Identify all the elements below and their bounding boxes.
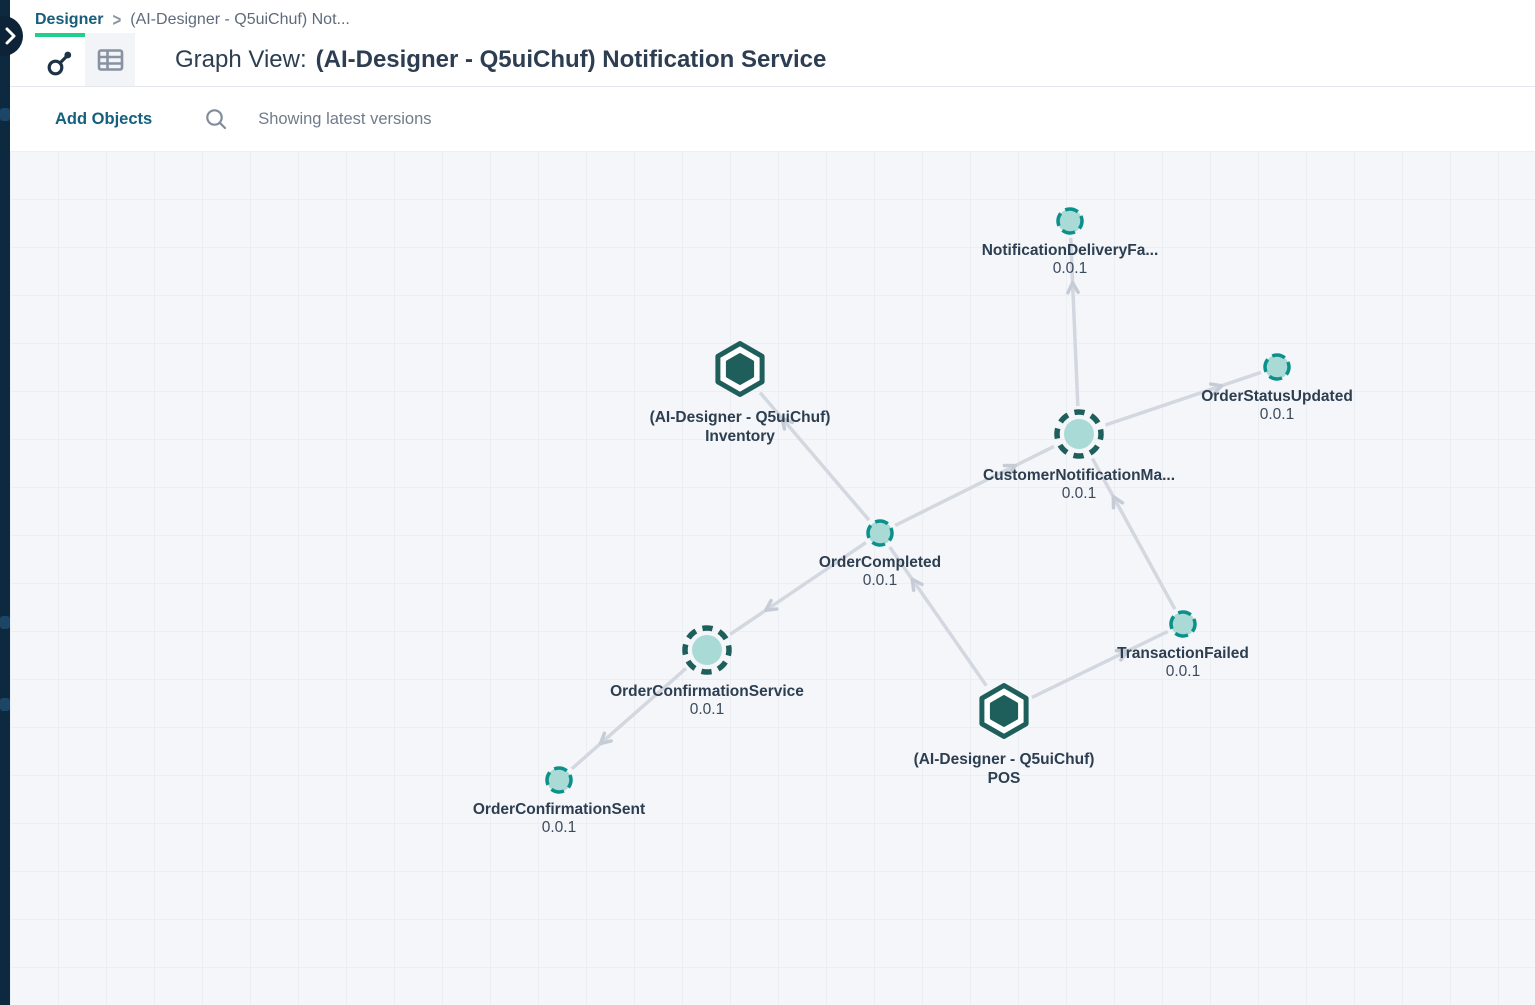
graph-svg: NotificationDeliveryFa...0.0.1OrderStatu…	[473, 205, 1353, 836]
node-label: (AI-Designer - Q5uiChuf)	[650, 409, 831, 426]
graph-edge-customer_notification_manager-to-order_status_updated	[1104, 370, 1262, 427]
tab-table-view[interactable]	[85, 33, 135, 86]
page-title-name: (AI-Designer - Q5uiChuf) Notification Se…	[315, 45, 827, 73]
search-icon	[206, 109, 227, 130]
node-label: Inventory	[705, 428, 775, 445]
graph-edge-order_completed-to-order_confirmation_service	[729, 541, 867, 636]
main-panel: Designer > (AI-Designer - Q5uiChuf) Not.…	[10, 0, 1535, 1005]
graph-edge-pos-to-transaction_failed	[1031, 629, 1169, 700]
node-label: CustomerNotificationMa...	[983, 467, 1175, 484]
graph-edge-order_completed-to-customer_notification_manager	[894, 444, 1055, 527]
graph-edge-order_confirmation_service-to-order_confirmation_sent	[570, 667, 688, 771]
node-version: 0.0.1	[1062, 485, 1096, 502]
chevron-right-icon	[5, 27, 16, 45]
node-version: 0.0.1	[542, 819, 576, 836]
tab-graph-view[interactable]	[35, 33, 85, 86]
header: Designer > (AI-Designer - Q5uiChuf) Not.…	[10, 0, 1535, 87]
graph-edge-transaction_failed-to-customer_notification_manager	[1090, 457, 1177, 610]
breadcrumb-current: (AI-Designer - Q5uiChuf) Not...	[130, 11, 350, 28]
table-view-icon	[97, 48, 123, 71]
search-button[interactable]	[204, 107, 228, 131]
node-version: 0.0.1	[1260, 406, 1294, 423]
graph-view-icon	[47, 51, 72, 75]
node-version: 0.0.1	[863, 572, 897, 589]
node-label: OrderConfirmationService	[610, 683, 804, 700]
graph-edge-pos-to-order_completed	[888, 545, 988, 687]
node-version: 0.0.1	[1166, 663, 1200, 680]
page-title-prefix: Graph View:	[175, 45, 307, 73]
breadcrumb: Designer > (AI-Designer - Q5uiChuf) Not.…	[10, 0, 1535, 33]
expand-panel-button[interactable]	[0, 16, 23, 56]
rail-divider	[0, 698, 10, 711]
node-version: 0.0.1	[690, 701, 724, 718]
add-objects-button[interactable]: Add Objects	[55, 109, 153, 128]
graph-node-customer_notification_manager[interactable]: CustomerNotificationMa...0.0.1	[983, 408, 1175, 502]
graph-node-notification_delivery_failed[interactable]: NotificationDeliveryFa...0.0.1	[982, 205, 1159, 277]
node-label: OrderStatusUpdated	[1201, 388, 1353, 405]
node-label: POS	[988, 770, 1021, 787]
node-label: OrderCompleted	[819, 554, 941, 571]
breadcrumb-separator-icon: >	[112, 9, 122, 31]
toolbar: Add Objects Showing latest versions	[10, 87, 1535, 151]
node-version: 0.0.1	[1053, 260, 1087, 277]
toolbar-status: Showing latest versions	[258, 109, 432, 128]
node-label: TransactionFailed	[1117, 645, 1249, 662]
node-label: NotificationDeliveryFa...	[982, 242, 1159, 259]
left-rail	[0, 0, 23, 1005]
graph-edge-order_completed-to-inventory	[758, 391, 871, 522]
rail-divider	[0, 108, 10, 121]
breadcrumb-designer[interactable]: Designer	[35, 11, 104, 28]
node-label: OrderConfirmationSent	[473, 801, 645, 818]
node-label: (AI-Designer - Q5uiChuf)	[914, 751, 1095, 768]
graph-edge-customer_notification_manager-to-notification_delivery_failed	[1066, 237, 1080, 407]
tab-row: Graph View: (AI-Designer - Q5uiChuf) Not…	[10, 33, 1535, 86]
rail-divider	[0, 616, 10, 629]
graph-node-pos[interactable]: (AI-Designer - Q5uiChuf) POS	[914, 683, 1095, 788]
page-title: Graph View: (AI-Designer - Q5uiChuf) Not…	[175, 33, 826, 86]
graph-node-inventory[interactable]: (AI-Designer - Q5uiChuf) Inventory	[650, 341, 831, 446]
